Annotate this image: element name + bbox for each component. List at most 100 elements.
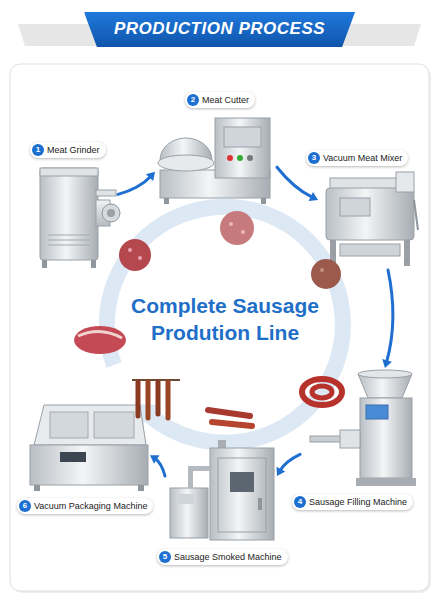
- vacuum-mixer-part: [340, 244, 400, 256]
- sausages-part: [302, 379, 342, 405]
- flow-arrow: [277, 454, 300, 476]
- smoke-oven-part: [258, 498, 262, 510]
- sausages-part: [312, 386, 332, 398]
- meat-cutter-part: [227, 155, 233, 161]
- meat-pieces-part: [311, 259, 341, 289]
- sausages-part: [146, 382, 151, 418]
- meat-pieces-part: [229, 222, 233, 226]
- meat-pieces: [74, 211, 341, 354]
- meat-grinder-part: [40, 168, 98, 260]
- sausages: [132, 379, 342, 426]
- flow-arrow: [118, 172, 155, 195]
- node-label: 6Vacuum Packaging Machine: [17, 498, 153, 514]
- smoke-oven: [170, 440, 274, 540]
- machine-node: 2Meat Cutter: [155, 112, 277, 204]
- meat-pieces-part: [74, 326, 126, 354]
- packaging-machine-part: [50, 412, 88, 438]
- filling-machine-part: [340, 430, 360, 448]
- arrow-line: [387, 270, 393, 362]
- smoke-oven-part: [188, 466, 193, 488]
- node-label: 3Vacuum Meat Mixer: [306, 150, 408, 166]
- filling-machine-part: [356, 478, 416, 486]
- packaging-machine-part: [94, 412, 134, 438]
- sausages-part: [136, 382, 141, 416]
- meat-grinder-part: [102, 204, 120, 222]
- packaging-machine: [30, 405, 148, 491]
- machine-name: Vacuum Packaging Machine: [34, 500, 147, 512]
- packaging-machine-part: [34, 485, 40, 491]
- flow-arrow: [150, 455, 165, 476]
- packaging-machine-part: [34, 405, 146, 445]
- meat-pieces-part: [241, 230, 245, 234]
- meat-grinder-part: [91, 260, 96, 268]
- callout-number: 5: [159, 551, 171, 563]
- machine-node: 1Meat Grinder: [30, 162, 118, 270]
- machine-name: Sausage Smoked Machine: [174, 551, 282, 563]
- meat-grinder-part: [42, 260, 47, 268]
- machine-name: Meat Grinder: [47, 144, 100, 156]
- meat-pieces-part: [119, 239, 151, 271]
- panel-part: [10, 64, 429, 591]
- meat-cutter-part: [164, 198, 169, 204]
- node-label: 5Sausage Smoked Machine: [157, 549, 288, 565]
- vacuum-mixer-part: [404, 240, 410, 266]
- smoke-oven-part: [210, 448, 274, 540]
- sausages-part: [208, 410, 250, 416]
- arrow-line: [277, 167, 313, 197]
- meat-grinder-part: [107, 209, 115, 217]
- sausages-part: [166, 382, 171, 418]
- machine-name: Sausage Filling Machine: [309, 496, 407, 508]
- loop-arrow: [107, 207, 343, 443]
- filling-machine-part: [358, 370, 412, 378]
- vacuum-mixer: [326, 172, 418, 266]
- filling-machine-part: [366, 405, 388, 419]
- filling-machine-part: [360, 398, 412, 478]
- meat-grinder-part: [40, 168, 98, 176]
- packaging-machine-part: [138, 485, 144, 491]
- arrow-line: [118, 176, 151, 194]
- meat-grinder-part: [48, 245, 90, 246]
- center-caption: Complete Sausage Prodution Line: [120, 292, 330, 347]
- flow-arrow: [382, 270, 393, 368]
- callout-number: 6: [19, 500, 31, 512]
- node-label: 4Sausage Filling Machine: [292, 494, 413, 510]
- sausages-part: [156, 382, 161, 414]
- machine-node: 5Sausage Smoked Machine: [165, 440, 277, 543]
- flow-arrow: [277, 167, 318, 201]
- packaging-machine-part: [60, 452, 86, 462]
- panel: [10, 64, 431, 593]
- meat-pieces-part: [320, 268, 324, 272]
- meat-pieces-part: [138, 256, 142, 260]
- filling-machine: [310, 370, 416, 486]
- meat-grinder-part: [48, 240, 90, 241]
- meat-cutter-part: [237, 155, 243, 161]
- smoke-oven-part: [230, 472, 254, 492]
- vacuum-mixer-part: [396, 172, 414, 192]
- machine-node: 3Vacuum Meat Mixer: [318, 170, 418, 270]
- smoke-oven-part: [170, 488, 208, 538]
- meat-pieces-part: [128, 248, 132, 252]
- callout-number: 3: [308, 152, 320, 164]
- callout-number: 2: [187, 94, 199, 106]
- smoke-oven-part: [218, 458, 266, 532]
- arrow-line: [155, 458, 165, 476]
- callout-number: 4: [294, 496, 306, 508]
- vacuum-mixer-part: [414, 200, 418, 230]
- loop-arrow-part: [107, 207, 343, 443]
- meat-grinder-part: [48, 235, 90, 236]
- vacuum-mixer-part: [340, 198, 370, 216]
- meat-pieces-part: [78, 331, 122, 338]
- node-label: 2Meat Cutter: [185, 92, 255, 108]
- packaging-machine-part: [30, 445, 148, 485]
- machine-name: Meat Cutter: [202, 94, 249, 106]
- meat-cutter-part: [215, 118, 270, 178]
- meat-grinder: [40, 168, 120, 268]
- machine-name: Vacuum Meat Mixer: [323, 152, 402, 164]
- arrow-line: [280, 454, 300, 470]
- machine-node: 6Vacuum Packaging Machine: [25, 400, 150, 492]
- callout-number: 1: [32, 144, 44, 156]
- meat-cutter-part: [261, 198, 266, 204]
- machine-node: 4Sausage Filling Machine: [300, 368, 418, 488]
- meat-pieces-part: [220, 211, 254, 245]
